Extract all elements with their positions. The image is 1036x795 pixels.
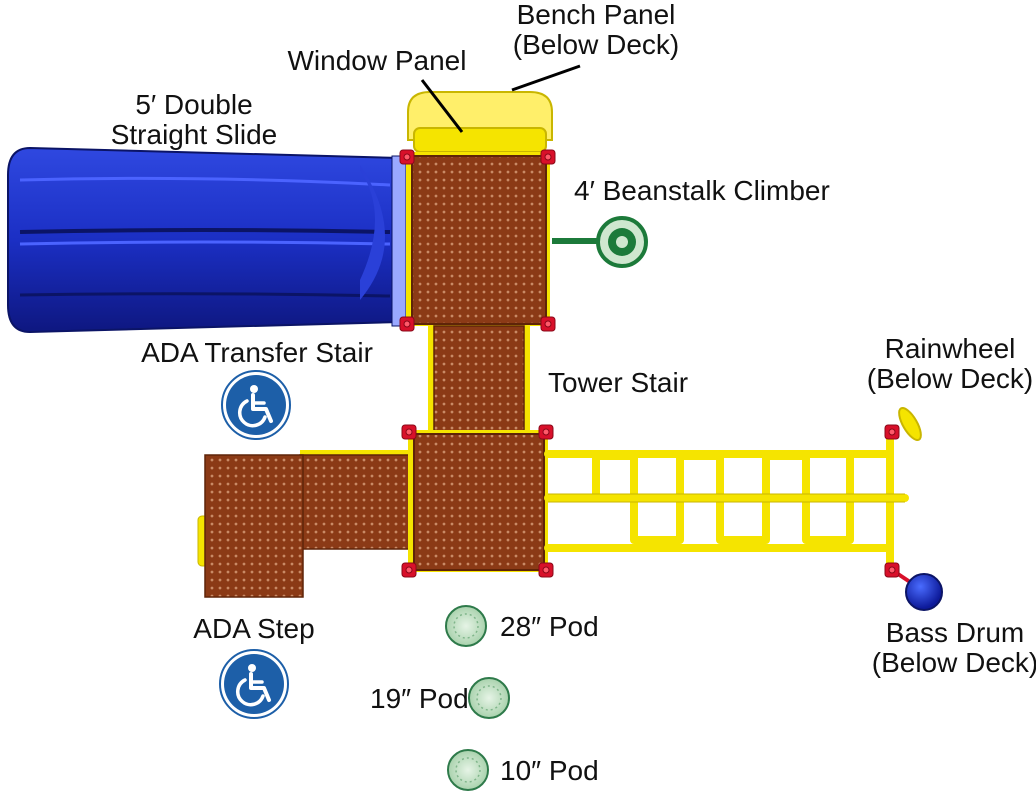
pod-28 — [445, 605, 487, 647]
horizontal-climber — [544, 430, 909, 574]
clamps — [399, 149, 900, 578]
tower-stair — [428, 325, 530, 433]
label-pod-28: 28″ Pod — [500, 611, 599, 642]
wheelchair-icon — [219, 649, 289, 719]
pod-19 — [468, 677, 510, 719]
clamp — [540, 149, 556, 165]
clamp — [538, 562, 554, 578]
horizontal-climber-outline — [548, 493, 905, 503]
lower-deck — [408, 430, 548, 572]
label-ada-step: ADA Step — [193, 613, 314, 644]
clamp — [538, 424, 554, 440]
beanstalk-climber — [552, 216, 648, 268]
label-pod-10: 10″ Pod — [500, 755, 599, 786]
clamp — [884, 424, 900, 440]
bench-panel — [407, 91, 553, 153]
clamp — [540, 316, 556, 332]
clamp — [884, 562, 900, 578]
label-pod-19: 19″ Pod — [370, 683, 469, 714]
labels: Bench Panel (Below Deck) Window Panel 5′… — [111, 0, 1036, 786]
label-ada-transfer-stair: ADA Transfer Stair — [141, 337, 373, 368]
label-tower-stair: Tower Stair — [548, 367, 688, 398]
label-beanstalk-climber: 4′ Beanstalk Climber — [574, 175, 830, 206]
leader-lines — [420, 64, 581, 133]
label-rainwheel: Rainwheel — [885, 333, 1016, 364]
clamp — [399, 316, 415, 332]
wheelchair-icon — [221, 370, 291, 440]
pod-10 — [447, 749, 489, 791]
bass-drum — [890, 568, 943, 611]
label-bench-panel-note: (Below Deck) — [513, 29, 679, 60]
clamp — [399, 149, 415, 165]
ada-transfer-stair — [299, 450, 412, 550]
leader-window-panel — [420, 79, 464, 133]
label-rainwheel-note: (Below Deck) — [867, 363, 1033, 394]
label-slide-line2: Straight Slide — [111, 119, 278, 150]
double-straight-slide — [7, 146, 407, 334]
upper-deck — [406, 152, 550, 326]
label-bench-panel: Bench Panel — [517, 0, 676, 30]
leader-bench-panel — [511, 64, 581, 92]
clamp — [401, 562, 417, 578]
clamp — [401, 424, 417, 440]
ada-step — [197, 454, 304, 598]
label-window-panel: Window Panel — [288, 45, 467, 76]
label-slide-line1: 5′ Double — [135, 89, 252, 120]
label-bass-drum-note: (Below Deck) — [872, 647, 1036, 678]
rainwheel — [898, 407, 922, 441]
label-bass-drum: Bass Drum — [886, 617, 1024, 648]
